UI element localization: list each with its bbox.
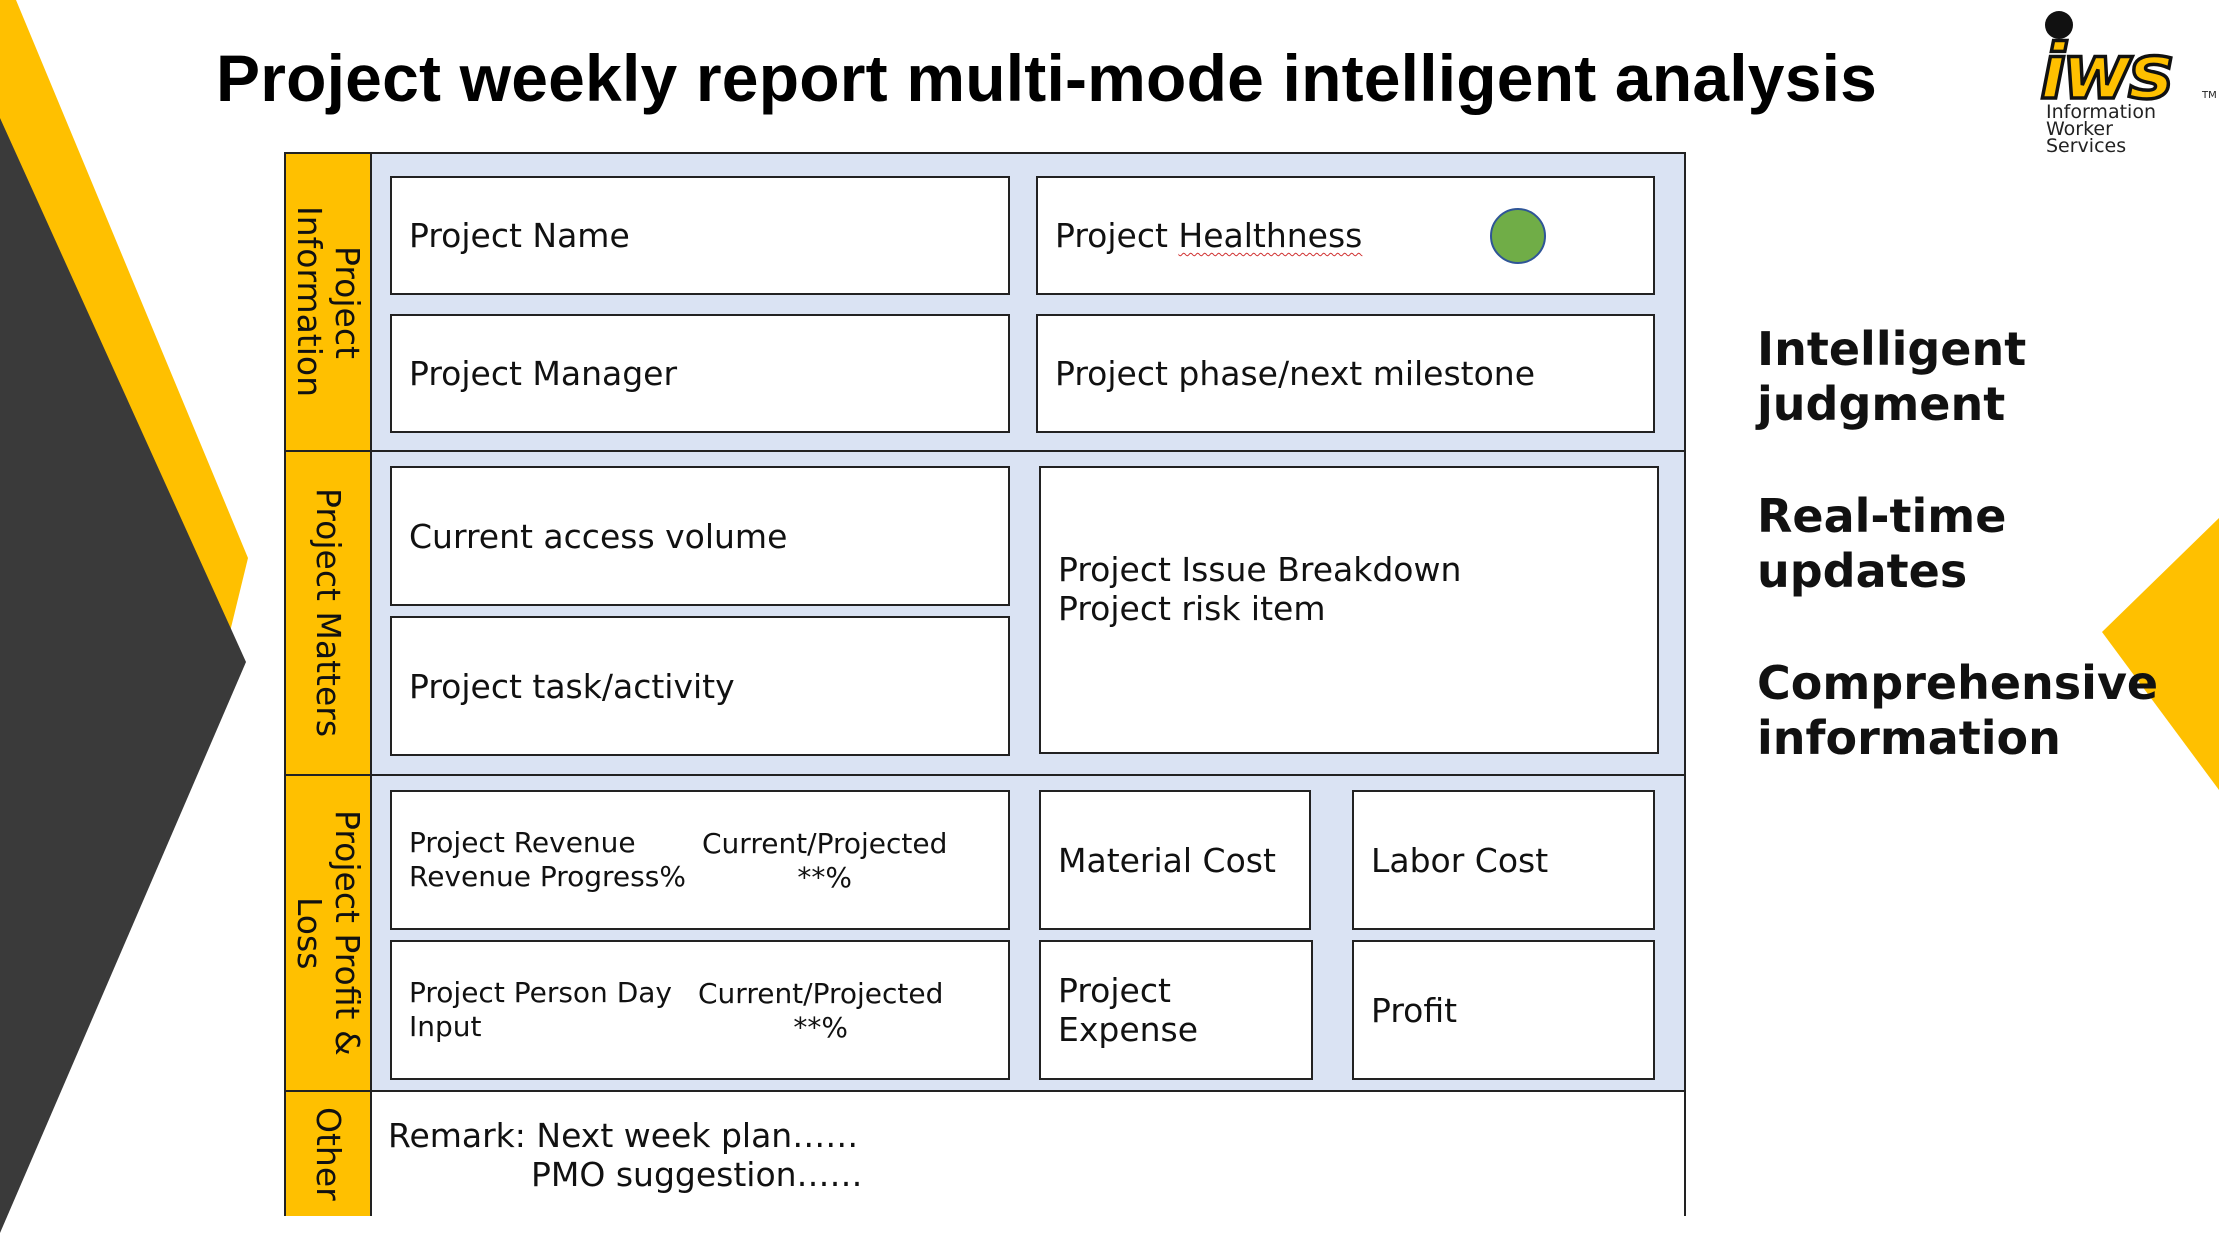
- label-other: Other: [286, 1092, 372, 1216]
- left-yellow-stripe: [0, 0, 248, 640]
- label-project-matters: Project Matters: [286, 452, 372, 776]
- feature-list: Intelligent judgment Real-time updates C…: [1757, 322, 2158, 823]
- feature-intelligent-judgment: Intelligent judgment: [1757, 322, 2027, 431]
- band-project-profit-loss: Project Revenue Revenue Progress% Curren…: [372, 776, 1684, 1092]
- feature-comprehensive-information: Comprehensive information: [1757, 656, 2159, 765]
- feature-real-time-updates: Real-time updates: [1757, 489, 2007, 598]
- iws-logo-mark: iws TM: [2038, 11, 2217, 118]
- remark-text: Remark: Next week plan…… PMO suggestion……: [388, 1116, 863, 1194]
- band-project-matters: Current access volume Project task/activ…: [372, 452, 1684, 776]
- iws-logo: iws TM Information Worker Services: [2030, 6, 2219, 166]
- revenue-progress-value: Current/Projected **%: [702, 827, 948, 894]
- project-name-box: Project Name: [390, 176, 1010, 295]
- person-day-progress-value: Current/Projected **%: [698, 977, 944, 1044]
- project-issue-risk-box: Project Issue Breakdown Project risk ite…: [1039, 466, 1659, 754]
- material-cost-box: Material Cost: [1039, 790, 1311, 930]
- left-dark-triangle: [0, 118, 246, 1233]
- current-access-volume-box: Current access volume: [390, 466, 1010, 606]
- label-project-information: Project Information: [286, 154, 372, 452]
- project-task-activity-box: Project task/activity: [390, 616, 1010, 756]
- svg-text:iws: iws: [2040, 27, 2171, 106]
- band-project-information: Project Name Project Healthness Project …: [372, 154, 1684, 452]
- right-yellow-triangle: [2102, 518, 2219, 790]
- label-project-profit-loss: Project Profit & Loss: [286, 776, 372, 1092]
- page-title: Project weekly report multi-mode intelli…: [216, 41, 1878, 115]
- health-status-indicator: [1490, 208, 1546, 264]
- project-expense-box: Project Expense: [1039, 940, 1313, 1080]
- project-phase-box: Project phase/next milestone: [1036, 314, 1655, 433]
- report-framework: Project Information Project Name Project…: [284, 152, 1686, 1216]
- project-manager-box: Project Manager: [390, 314, 1010, 433]
- band-other: Remark: Next week plan…… PMO suggestion……: [372, 1092, 1684, 1216]
- profit-box: Profit: [1352, 940, 1655, 1080]
- project-person-day-box: Project Person Day Input Current/Project…: [390, 940, 1010, 1080]
- project-healthness-box: Project Healthness: [1036, 176, 1655, 295]
- project-healthness-label: Project Healthness: [1055, 216, 1363, 255]
- svg-text:TM: TM: [2201, 90, 2217, 101]
- iws-logo-subtitle: Information Worker Services: [2046, 101, 2156, 157]
- labor-cost-box: Labor Cost: [1352, 790, 1655, 930]
- project-revenue-box: Project Revenue Revenue Progress% Curren…: [390, 790, 1010, 930]
